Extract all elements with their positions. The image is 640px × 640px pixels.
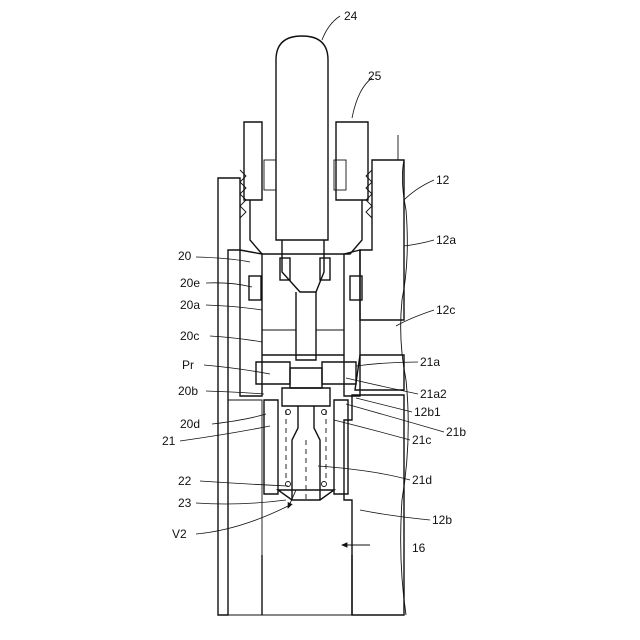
label-21d: 21d: [412, 473, 432, 487]
lower-valve-21: [264, 400, 348, 500]
reference-labels: 24 25 12 20 12a 20e 20a 12c 20c Pr 21a 2…: [162, 9, 466, 555]
label-21a: 21a: [420, 355, 440, 369]
label-20b: 20b: [178, 384, 198, 398]
label-12a: 12a: [436, 233, 456, 247]
flow-arrows: [288, 490, 370, 545]
label-16: 16: [412, 541, 426, 555]
label-20: 20: [178, 249, 192, 263]
label-21: 21: [162, 434, 176, 448]
label-25: 25: [368, 69, 382, 83]
label-12: 12: [436, 173, 450, 187]
label-20e: 20e: [180, 276, 200, 290]
label-24: 24: [344, 9, 358, 23]
valve-body-20: [240, 250, 362, 396]
label-20c: 20c: [180, 329, 199, 343]
label-20d: 20d: [180, 417, 200, 431]
label-20a: 20a: [180, 298, 200, 312]
label-V2: V2: [172, 527, 187, 541]
fitting-25: [240, 122, 372, 254]
label-12c: 12c: [436, 303, 455, 317]
label-21c: 21c: [412, 433, 431, 447]
label-12b: 12b: [432, 513, 452, 527]
label-22: 22: [178, 474, 192, 488]
housing-12: [218, 135, 408, 615]
label-21b: 21b: [446, 425, 466, 439]
label-12b1: 12b1: [414, 405, 441, 419]
label-21a2: 21a2: [420, 387, 447, 401]
label-23: 23: [178, 496, 192, 510]
label-Pr: Pr: [182, 358, 194, 372]
